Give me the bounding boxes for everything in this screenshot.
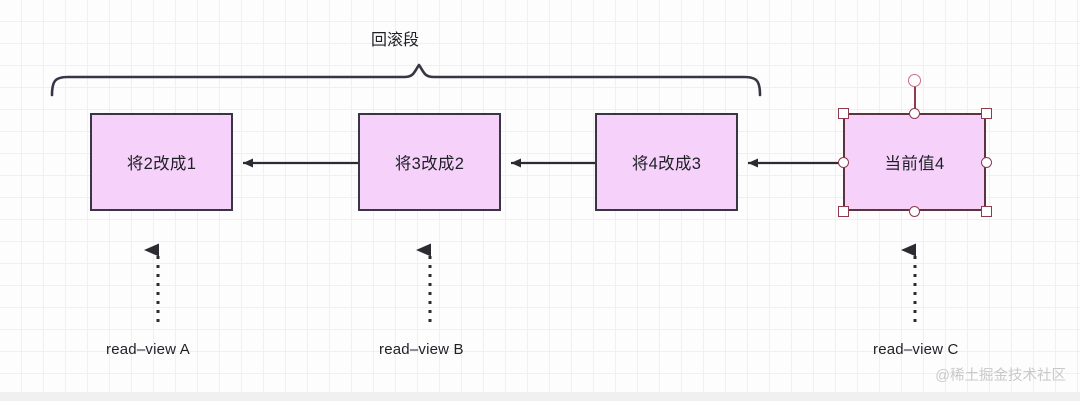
rotate-handle[interactable] xyxy=(908,74,921,87)
node-label: 将3改成2 xyxy=(394,155,465,173)
node-change-4-to-3[interactable]: 将4改成3 xyxy=(595,113,738,211)
caption-read-view-a: read–view A xyxy=(106,341,190,358)
node-label: 将4改成3 xyxy=(631,155,702,173)
caption-read-view-c: read–view C xyxy=(873,341,959,358)
resize-handle-bottom-right[interactable] xyxy=(981,206,992,217)
resize-handle-bottom-center[interactable] xyxy=(909,206,920,217)
node-label: 将2改成1 xyxy=(126,155,197,173)
node-change-2-to-1[interactable]: 将2改成1 xyxy=(90,113,233,211)
resize-handle-bottom-left[interactable] xyxy=(838,206,849,217)
bottom-strip xyxy=(0,392,1080,401)
brace-label: 回滚段 xyxy=(371,32,420,49)
node-current-value-4[interactable]: 当前值4 xyxy=(843,113,986,211)
resize-handle-top-left[interactable] xyxy=(838,108,849,119)
resize-handle-middle-left[interactable] xyxy=(838,157,849,168)
rollback-brace xyxy=(50,63,762,97)
resize-handle-top-right[interactable] xyxy=(981,108,992,119)
rotate-stem xyxy=(914,85,916,113)
watermark: @稀土掘金技术社区 xyxy=(935,368,1066,384)
node-label: 当前值4 xyxy=(884,155,945,173)
node-change-3-to-2[interactable]: 将3改成2 xyxy=(358,113,501,211)
resize-handle-middle-right[interactable] xyxy=(981,157,992,168)
resize-handle-top-center[interactable] xyxy=(909,108,920,119)
caption-read-view-b: read–view B xyxy=(379,341,464,358)
